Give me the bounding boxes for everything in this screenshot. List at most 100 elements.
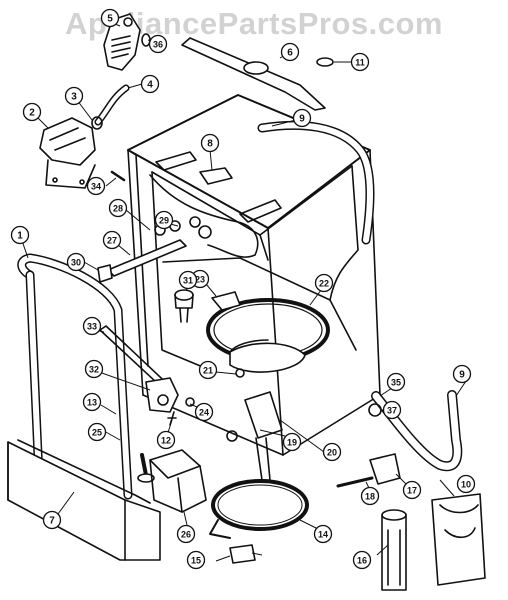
callout-number: 17 xyxy=(407,486,417,496)
callout-19: 19 xyxy=(282,432,302,452)
gasket xyxy=(316,57,334,67)
callout-number: 15 xyxy=(191,556,201,566)
callout-number: 31 xyxy=(183,276,193,286)
callout-29: 29 xyxy=(154,210,174,230)
callout-circle xyxy=(282,432,302,452)
callout-circle xyxy=(156,430,176,450)
callout-number: 2 xyxy=(29,108,35,119)
callout-22: 22 xyxy=(314,273,334,293)
callout-circle xyxy=(292,108,312,128)
callout-32: 32 xyxy=(84,359,104,379)
filter xyxy=(381,509,407,591)
kickplate xyxy=(7,439,161,561)
callout-circle xyxy=(350,52,370,72)
clamp xyxy=(91,116,103,130)
callout-circle xyxy=(42,510,62,530)
callout-number: 35 xyxy=(391,378,401,388)
callout-number: 12 xyxy=(161,436,171,446)
callout-circle xyxy=(322,442,342,462)
plug xyxy=(174,289,194,323)
callout-number: 18 xyxy=(365,492,375,502)
pump-motor xyxy=(39,117,96,189)
callout-34: 34 xyxy=(86,176,106,196)
callout-20: 20 xyxy=(322,442,342,462)
callout-circle xyxy=(100,8,120,28)
callout-number: 16 xyxy=(357,556,367,566)
callout-9: 9 xyxy=(452,364,472,384)
callout-number: 9 xyxy=(299,114,305,125)
callout-16: 16 xyxy=(352,550,372,570)
callout-number: 10 xyxy=(461,480,471,490)
shaft xyxy=(107,239,187,277)
callout-circle xyxy=(66,252,86,272)
callout-9: 9 xyxy=(292,108,312,128)
callout-number: 29 xyxy=(159,216,169,226)
callout-circle xyxy=(10,225,30,245)
callout-2: 2 xyxy=(22,102,42,122)
callout-10: 10 xyxy=(456,474,476,494)
callout-number: 20 xyxy=(327,448,337,458)
callout-7: 7 xyxy=(42,510,62,530)
callout-4: 4 xyxy=(140,74,160,94)
callout-3: 3 xyxy=(64,86,84,106)
callout-number: 30 xyxy=(71,258,81,268)
callout-number: 21 xyxy=(203,366,213,376)
callout-number: 32 xyxy=(89,365,99,375)
callout-circle xyxy=(352,550,372,570)
callout-circle xyxy=(22,102,42,122)
callout-circle xyxy=(382,400,402,420)
callout-17: 17 xyxy=(402,480,422,500)
callout-circle xyxy=(84,359,104,379)
callout-circle xyxy=(64,86,84,106)
bracket xyxy=(199,167,233,185)
callout-circle xyxy=(280,42,300,62)
clamp-ring xyxy=(211,479,309,531)
inlet-valve xyxy=(145,377,179,413)
callout-number: 36 xyxy=(153,40,163,50)
callout-1: 1 xyxy=(10,225,30,245)
callout-number: 1 xyxy=(17,231,23,242)
hose-clamp xyxy=(368,403,382,417)
washer xyxy=(185,397,195,407)
callout-circle xyxy=(360,486,380,506)
spray-arm xyxy=(181,37,326,111)
callout-number: 28 xyxy=(113,204,123,214)
callout-circle xyxy=(178,270,198,290)
callout-25: 25 xyxy=(87,422,107,442)
callout-21: 21 xyxy=(198,360,218,380)
callout-6: 6 xyxy=(280,42,300,62)
callout-circle xyxy=(200,133,220,153)
callout-number: 26 xyxy=(181,530,191,540)
callout-circle xyxy=(154,210,174,230)
sensor xyxy=(229,544,256,564)
callout-circle xyxy=(386,372,406,392)
callout-36: 36 xyxy=(148,34,168,54)
callout-31: 31 xyxy=(178,270,198,290)
callout-35: 35 xyxy=(386,372,406,392)
callout-number: 27 xyxy=(107,236,117,246)
hinge-bracket xyxy=(369,453,401,485)
callout-circle xyxy=(82,316,102,336)
callout-circle xyxy=(314,273,334,293)
callout-number: 19 xyxy=(287,438,297,448)
callout-37: 37 xyxy=(382,400,402,420)
callout-circle xyxy=(82,392,102,412)
callout-30: 30 xyxy=(66,252,86,272)
leveling-leg xyxy=(137,453,155,483)
callout-circle xyxy=(87,422,107,442)
end-cap xyxy=(97,264,113,283)
callout-5: 5 xyxy=(100,8,120,28)
callout-circle xyxy=(194,402,214,422)
callout-12: 12 xyxy=(156,430,176,450)
callout-27: 27 xyxy=(102,230,122,250)
callout-11: 11 xyxy=(350,52,370,72)
callout-24: 24 xyxy=(194,402,214,422)
callout-circle xyxy=(186,550,206,570)
callout-number: 3 xyxy=(71,92,77,103)
callout-circle xyxy=(176,524,196,544)
callout-26: 26 xyxy=(176,524,196,544)
callout-circle xyxy=(313,524,333,544)
callout-13: 13 xyxy=(82,392,102,412)
callout-number: 25 xyxy=(92,428,102,438)
